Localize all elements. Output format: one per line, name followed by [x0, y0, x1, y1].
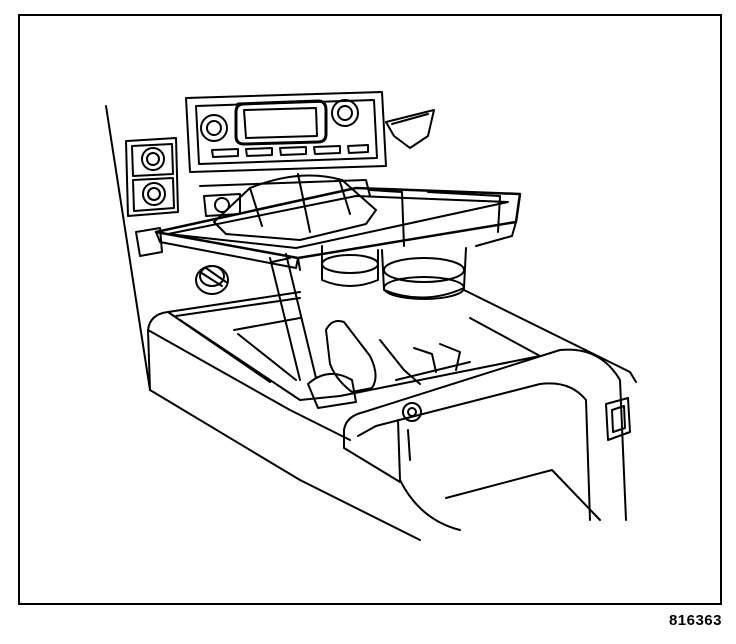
shifter-boot: [213, 173, 377, 241]
center-console: [147, 289, 637, 541]
display-window: [234, 99, 328, 146]
figure-code: 816363: [668, 612, 722, 629]
climate-control-panel: [185, 91, 387, 173]
support-arm: [269, 253, 317, 381]
console-latch: [605, 397, 631, 441]
dash-edge: [105, 105, 151, 391]
cup-holder-rings: [321, 245, 467, 300]
storage-bin: [343, 348, 627, 531]
left-switch-panel: [125, 137, 179, 257]
shift-mechanism: [307, 320, 471, 409]
control-knob: [195, 265, 229, 295]
air-vent: [385, 109, 435, 149]
illustration-frame: [18, 14, 722, 605]
cup-holder-tray: [154, 186, 522, 271]
